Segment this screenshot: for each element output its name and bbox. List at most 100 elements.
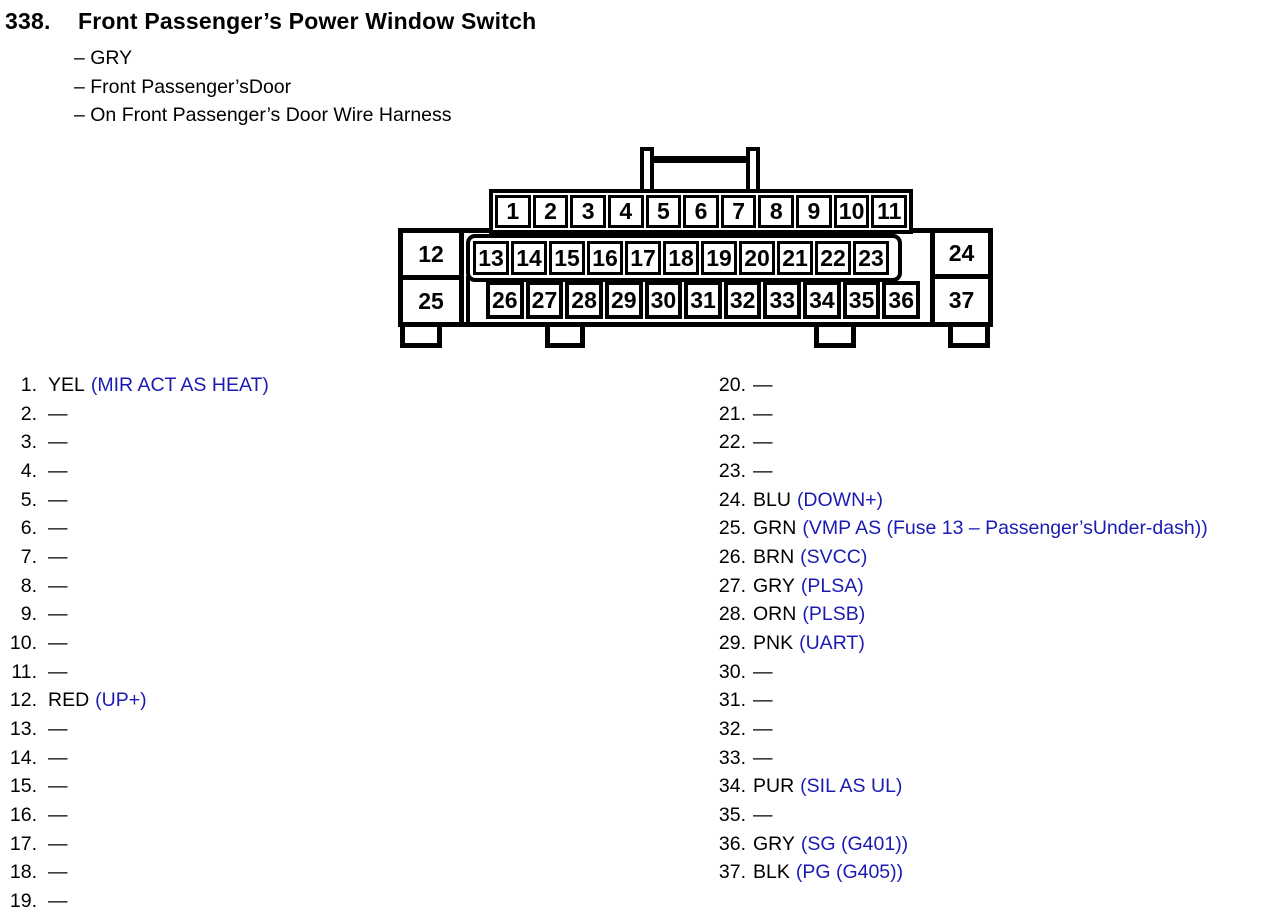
pin-wire-color: — xyxy=(48,775,68,798)
pin-wire-color: GRY xyxy=(753,832,795,855)
pin-number: 4. xyxy=(20,459,37,482)
connector-pin-24: 24 xyxy=(930,228,993,279)
pin-list-item: 26. BRN (SVCC) xyxy=(700,543,1208,572)
pin-list-item: 8. — xyxy=(0,572,269,601)
pin-list-item: 25. GRN (VMP AS (Fuse 13 – Passenger’sUn… xyxy=(700,514,1208,543)
pin-number: 35. xyxy=(718,803,746,826)
pin-number: 23. xyxy=(718,459,746,482)
pin-list-item: 17. — xyxy=(0,830,269,859)
pin-wire-color: — xyxy=(753,746,773,769)
pin-list-item: 32. — xyxy=(700,715,1208,744)
connector-pin: 5 xyxy=(645,195,682,228)
pin-list-item: 28. ORN (PLSB) xyxy=(700,600,1208,629)
pin-number: 5. xyxy=(20,488,37,511)
pin-number: 15. xyxy=(9,775,37,798)
pin-number: 28. xyxy=(718,603,746,626)
connector-pin: 6 xyxy=(683,195,719,228)
connector-pin: 16 xyxy=(587,241,623,275)
connector-pin: 23 xyxy=(853,241,889,275)
pin-wire-color: — xyxy=(48,832,68,855)
connector-pin: 31 xyxy=(684,281,722,319)
pin-list-item: 23. — xyxy=(700,457,1208,486)
pin-list-item: 21. — xyxy=(700,400,1208,429)
pin-number: 27. xyxy=(718,574,746,597)
pin-signal: (VMP AS (Fuse 13 – Passenger’sUnder-dash… xyxy=(802,517,1208,540)
pin-wire-color: — xyxy=(753,459,773,482)
pin-wire-color: — xyxy=(753,431,773,454)
pin-number: 34. xyxy=(718,775,746,798)
mount-tab xyxy=(545,325,585,348)
pin-list-item: 31. — xyxy=(700,686,1208,715)
pin-number: 7. xyxy=(20,545,37,568)
pin-signal: (SIL AS UL) xyxy=(800,775,903,798)
pin-row-top: 1 2 3 4 5 6 7 8 9 10 11 xyxy=(489,189,913,234)
pin-list-item: 16. — xyxy=(0,801,269,830)
connector-detail-item: – On Front Passenger’s Door Wire Harness xyxy=(74,104,452,127)
pin-wire-color: — xyxy=(753,660,773,683)
pin-number: 2. xyxy=(20,402,37,425)
pin-signal: (MIR ACT AS HEAT) xyxy=(90,374,269,396)
connector-pin: 10 xyxy=(833,195,870,228)
pin-wire-color: — xyxy=(48,517,68,540)
pin-list-left: 1. YEL (MIR ACT AS HEAT) 2. — 3. — 4. — … xyxy=(0,371,269,915)
connector-pin: 28 xyxy=(565,281,603,319)
pin-list-item: 3. — xyxy=(0,428,269,457)
pin-wire-color: — xyxy=(48,717,68,740)
pin-number: 37. xyxy=(718,861,746,884)
pin-list-item: 37. BLK (PG (G405)) xyxy=(700,858,1208,887)
connector-pin: 2 xyxy=(532,195,569,228)
pin-number: 30. xyxy=(718,660,746,683)
pin-number: 3. xyxy=(20,431,37,454)
connector-pin: 36 xyxy=(882,281,921,319)
cavity-left-edge xyxy=(466,276,470,327)
pin-number: 10. xyxy=(9,631,37,654)
pin-list-item: 6. — xyxy=(0,514,269,543)
connector-pin: 34 xyxy=(803,281,841,319)
connector-pin: 8 xyxy=(758,195,795,228)
pin-signal: (UART) xyxy=(799,631,865,654)
pin-number: 21. xyxy=(718,402,746,425)
pin-wire-color: YEL xyxy=(48,374,85,396)
pin-wire-color: — xyxy=(48,746,68,769)
pin-number: 11. xyxy=(11,660,37,683)
connector-pin: 4 xyxy=(607,195,644,228)
pin-number: 25. xyxy=(718,517,746,540)
connector-pin: 13 xyxy=(473,241,509,275)
pin-list-item: 18. — xyxy=(0,858,269,887)
pin-number: 12. xyxy=(9,689,37,712)
connector-pin: 11 xyxy=(871,195,908,228)
connector-pin: 29 xyxy=(604,281,643,319)
pin-number: 36. xyxy=(718,832,746,855)
pin-number: 24. xyxy=(718,488,746,511)
pin-wire-color: BLU xyxy=(753,488,791,511)
pin-number: 32. xyxy=(718,717,746,740)
pin-list-item: 4. — xyxy=(0,457,269,486)
pin-list-item: 12. RED (UP+) xyxy=(0,686,269,715)
page-title: Front Passenger’s Power Window Switch xyxy=(78,8,537,34)
pin-wire-color: PNK xyxy=(753,631,794,654)
pin-wire-color: — xyxy=(48,603,68,626)
pin-signal: (SG (G401)) xyxy=(800,832,909,855)
pin-number: 29. xyxy=(718,631,746,654)
pin-number: 17. xyxy=(9,832,37,855)
pin-wire-color: — xyxy=(753,689,773,712)
section-heading: 338. Front Passenger’s Power Window Swit… xyxy=(5,8,536,35)
connector-pin: 35 xyxy=(842,281,881,319)
pin-wire-color: — xyxy=(753,717,773,740)
pin-list-item: 29. PNK (UART) xyxy=(700,629,1208,658)
pin-wire-color: BLK xyxy=(753,861,790,884)
connector-pin: 27 xyxy=(525,281,564,319)
connector-detail-item: – GRY xyxy=(74,47,133,69)
pin-wire-color: — xyxy=(48,431,68,454)
pin-list-item: 30. — xyxy=(700,658,1208,687)
mount-tab xyxy=(948,325,990,348)
section-number: 338. xyxy=(5,8,51,34)
pin-signal: (PLSB) xyxy=(802,603,866,626)
connector-pin: 9 xyxy=(796,195,832,228)
pin-wire-color: — xyxy=(48,861,68,884)
pin-wire-color: — xyxy=(48,631,68,654)
pin-number: 22. xyxy=(718,431,746,454)
pin-wire-color: — xyxy=(48,545,68,568)
pin-list-item: 35. — xyxy=(700,801,1208,830)
connector-pin: 20 xyxy=(739,241,775,275)
